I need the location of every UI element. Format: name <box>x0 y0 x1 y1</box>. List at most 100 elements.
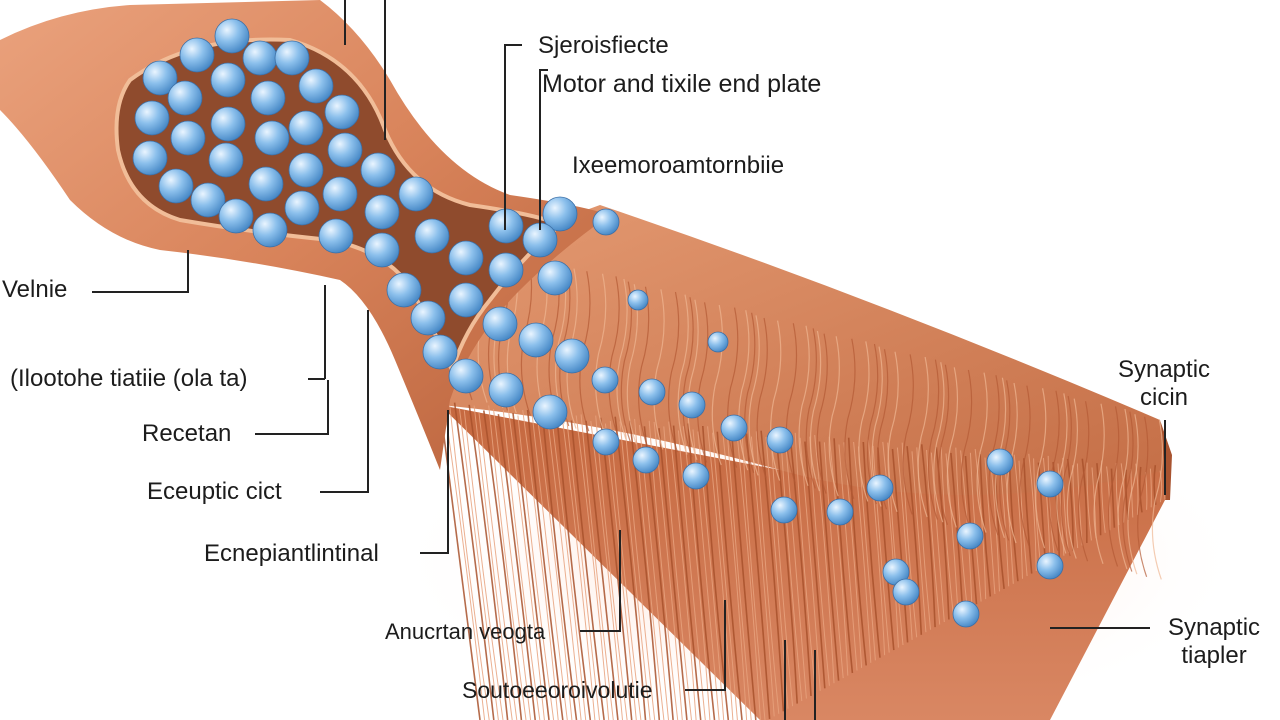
muscle-fiber-top <box>677 294 689 455</box>
muscle-fiber <box>677 430 706 720</box>
muscle-fiber <box>444 409 486 720</box>
muscle-fiber <box>551 418 587 720</box>
muscle-fiber-top <box>1137 416 1149 577</box>
vesicle <box>532 394 568 430</box>
muscle-fiber <box>624 425 656 720</box>
muscle-fiber <box>920 444 936 628</box>
muscle-fiber <box>609 420 642 720</box>
muscle-fiber <box>687 423 716 720</box>
muscle-fiber-top <box>682 297 694 458</box>
muscle-fiber <box>619 421 651 720</box>
vesicle <box>410 300 446 336</box>
vesicle <box>591 366 619 394</box>
muscle-fiber <box>561 411 596 720</box>
muscle-fiber-top <box>933 362 945 523</box>
muscle-fiber <box>1028 453 1037 572</box>
vesicle <box>386 272 422 308</box>
label-right-2-line1: Synaptic <box>1167 614 1261 641</box>
muscle-fiber <box>974 448 987 600</box>
muscle-fiber <box>668 421 697 720</box>
muscle-fiber-top <box>770 320 782 481</box>
muscle-fiber <box>1086 462 1092 541</box>
vesicle <box>826 498 854 526</box>
muscle-fiber <box>599 417 633 720</box>
vesicle <box>190 182 226 218</box>
muscle-fiber <box>809 436 830 686</box>
muscle-fiber-top <box>667 291 680 453</box>
muscle-fiber-top <box>1035 388 1047 549</box>
vesicle <box>866 474 894 502</box>
vesicle <box>170 120 206 156</box>
vesicle <box>132 140 168 176</box>
vesicle <box>322 176 358 212</box>
muscle-fiber <box>794 432 817 694</box>
vesicle <box>158 168 194 204</box>
vesicle <box>324 94 360 130</box>
muscle-fiber <box>930 452 945 623</box>
muscle-fiber <box>449 404 490 720</box>
muscle-fiber <box>833 438 854 674</box>
label-right-2-line2: tiapler <box>1181 642 1247 669</box>
vesicle <box>364 232 400 268</box>
muscle-fiber-top <box>946 367 959 528</box>
muscle-fiber <box>741 428 766 720</box>
vesicle <box>142 60 178 96</box>
vesicle <box>134 100 170 136</box>
muscle-fiber-top <box>1151 419 1164 580</box>
muscle-fiber <box>818 441 840 681</box>
muscle-fiber <box>872 445 890 653</box>
muscle-fiber-top <box>809 330 822 492</box>
muscle-fiber <box>877 447 895 651</box>
muscle-fiber <box>838 444 858 671</box>
muscle-fiber <box>658 428 688 720</box>
label-top-b: Motor and tixile end plate <box>542 70 822 98</box>
vesicle <box>682 462 710 490</box>
synaptic-vesicles <box>132 18 1064 628</box>
muscle-fiber-top <box>1066 398 1078 559</box>
muscle-fiber <box>1072 465 1079 549</box>
muscle-fiber <box>493 409 532 720</box>
vesicle <box>482 306 518 342</box>
muscle-fiber-top <box>917 356 929 518</box>
muscle-fiber <box>1023 458 1033 574</box>
muscle-fiber <box>546 413 582 720</box>
muscle-fiber <box>1110 468 1116 528</box>
muscle-fiber <box>512 412 550 720</box>
vesicle <box>592 208 620 236</box>
muscle-fiber <box>896 447 913 640</box>
muscle-fiber-top <box>727 307 739 468</box>
muscle-fiber <box>828 436 849 676</box>
vesicle <box>448 358 484 394</box>
vesicle <box>288 110 324 146</box>
vesicle <box>298 68 334 104</box>
vesicle <box>518 322 554 358</box>
label-left-4: Eceuptic cict <box>147 478 282 505</box>
muscle-fiber <box>984 457 996 595</box>
muscle-fiber <box>731 435 757 720</box>
muscle-fiber <box>940 446 954 617</box>
muscle-fiber <box>785 439 807 699</box>
label-left-2: (Ilootohe tiatiie (ola ta) <box>10 365 248 392</box>
muscle-fiber <box>473 405 513 720</box>
muscle-fiber <box>483 410 523 720</box>
muscle-fiber <box>1013 454 1023 579</box>
muscle-fiber <box>672 425 702 720</box>
muscle-fiber <box>566 417 600 720</box>
muscle-fiber-top <box>748 315 760 476</box>
vesicle <box>448 282 484 318</box>
muscle-fiber <box>595 415 628 720</box>
vesicle <box>318 218 354 254</box>
vesicle <box>986 448 1014 476</box>
muscle-fiber-top <box>595 273 607 434</box>
label-bottom-1: Anucrtan veogta <box>385 619 546 644</box>
muscle-fiber-top <box>960 369 973 531</box>
vesicle <box>542 196 578 232</box>
muscle-fiber <box>526 409 564 720</box>
muscle-fiber <box>804 441 826 689</box>
muscle-fiber-top <box>816 333 828 494</box>
vesicle <box>1036 470 1064 498</box>
muscle-fiber <box>750 436 775 717</box>
muscle-fiber-top <box>638 286 650 447</box>
vesicle <box>210 62 246 98</box>
